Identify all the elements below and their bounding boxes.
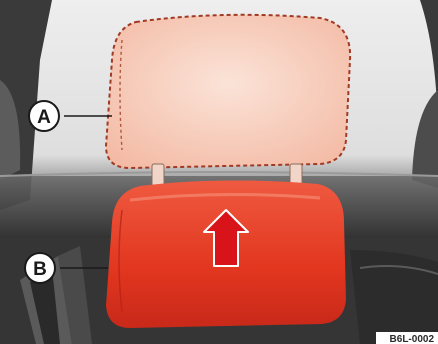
headrest-raised-inner-seam (119, 39, 123, 151)
headrest-lowered-seam (118, 209, 123, 313)
callout-a-label: A (37, 107, 51, 128)
headrest-post-left (151, 163, 165, 187)
figure-code: B6L-0002 (390, 334, 435, 344)
seat-back-upper-edge (0, 171, 438, 177)
figure-code-box (376, 332, 438, 344)
right-seat-line (359, 265, 438, 275)
left-door-trim (0, 80, 21, 180)
right-door-trim (412, 90, 438, 188)
headrest-lowered-highlight (129, 192, 321, 202)
headrest-raised (104, 13, 352, 170)
right-seat-contour (350, 250, 438, 344)
arrow-up-icon (203, 209, 249, 267)
callout-b-circle (24, 252, 56, 284)
callout-b-label: B (33, 259, 47, 280)
callout-a-circle (28, 100, 60, 132)
right-door-panel (420, 0, 438, 170)
